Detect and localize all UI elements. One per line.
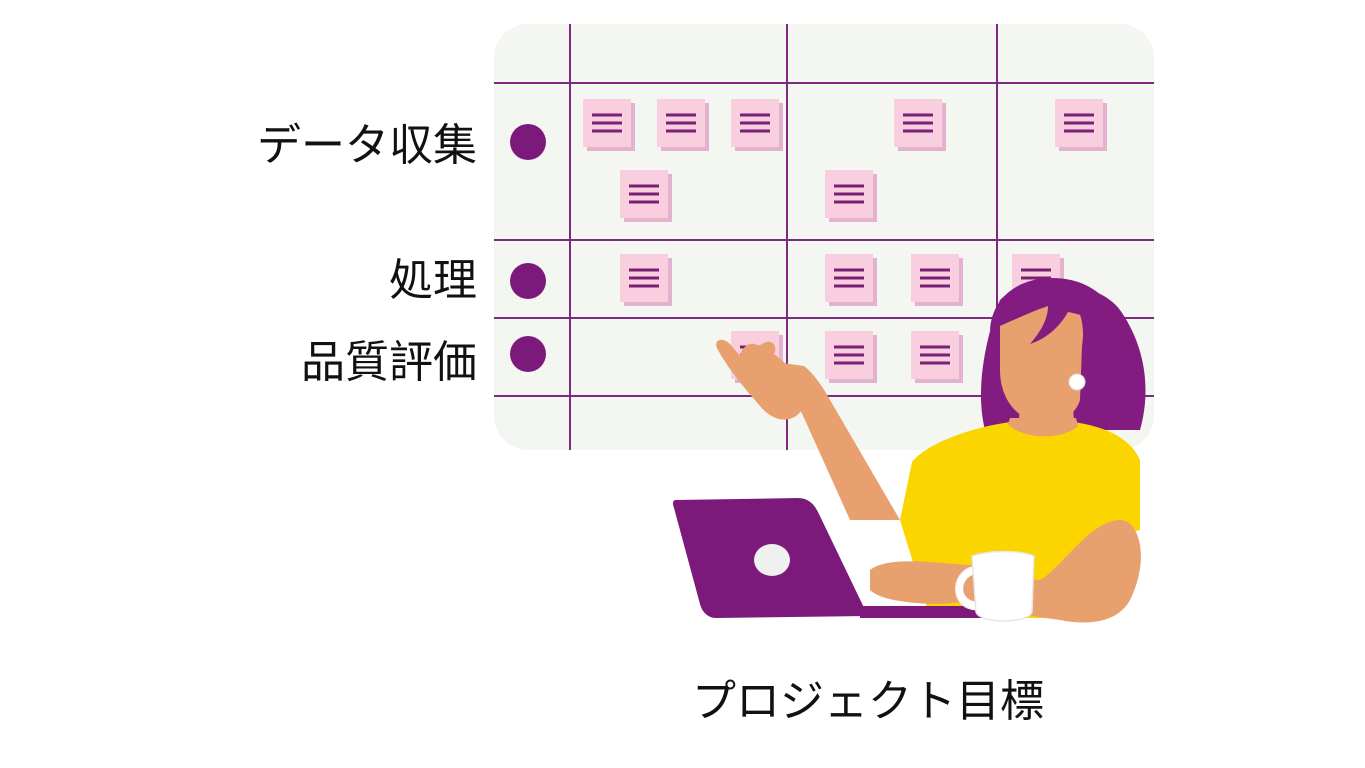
sticky-note-icon — [911, 254, 963, 306]
mug-body — [971, 550, 1035, 622]
mug-icon — [955, 550, 1035, 622]
sticky-note-icon — [825, 331, 877, 383]
sticky-note-icon — [731, 99, 783, 151]
sticky-note-icon — [657, 99, 709, 151]
person-figure — [716, 278, 1146, 623]
sticky-note-icon — [894, 99, 946, 151]
hair-front — [990, 278, 1122, 344]
sticky-note-icon — [620, 170, 672, 222]
laptop-base — [860, 606, 990, 618]
caption-project-goals: プロジェクト目標 — [692, 676, 1044, 727]
row-dot-icon — [510, 336, 546, 372]
row-dots — [510, 124, 546, 372]
row-dot-icon — [510, 263, 546, 299]
row-label-processing: 処理 — [389, 255, 477, 306]
row-label-data-collection: データ収集 — [257, 120, 477, 171]
sticky-note-icon — [911, 331, 963, 383]
row-label-quality-assessment: 品質評価 — [301, 337, 477, 388]
sticky-note-icon — [825, 254, 877, 306]
sticky-note-icon — [620, 254, 672, 306]
row-dot-icon — [510, 124, 546, 160]
collar — [1008, 418, 1078, 437]
mug-handle-outline — [955, 565, 979, 611]
sticky-note-icon — [583, 99, 635, 151]
earring-icon — [1068, 373, 1086, 391]
laptop-logo — [754, 544, 790, 576]
sticky-note-icon — [1055, 99, 1107, 151]
sticky-note-icon — [825, 170, 877, 222]
face — [1000, 290, 1083, 424]
raised-hand — [716, 339, 806, 420]
laptop-icon — [672, 498, 990, 618]
mug-handle — [955, 566, 979, 610]
